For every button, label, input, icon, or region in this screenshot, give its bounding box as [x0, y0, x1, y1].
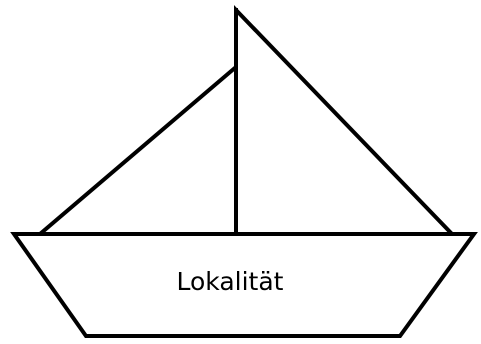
left-sail	[40, 67, 236, 234]
right-sail	[236, 10, 452, 234]
boat-label: Lokalität	[177, 267, 284, 296]
